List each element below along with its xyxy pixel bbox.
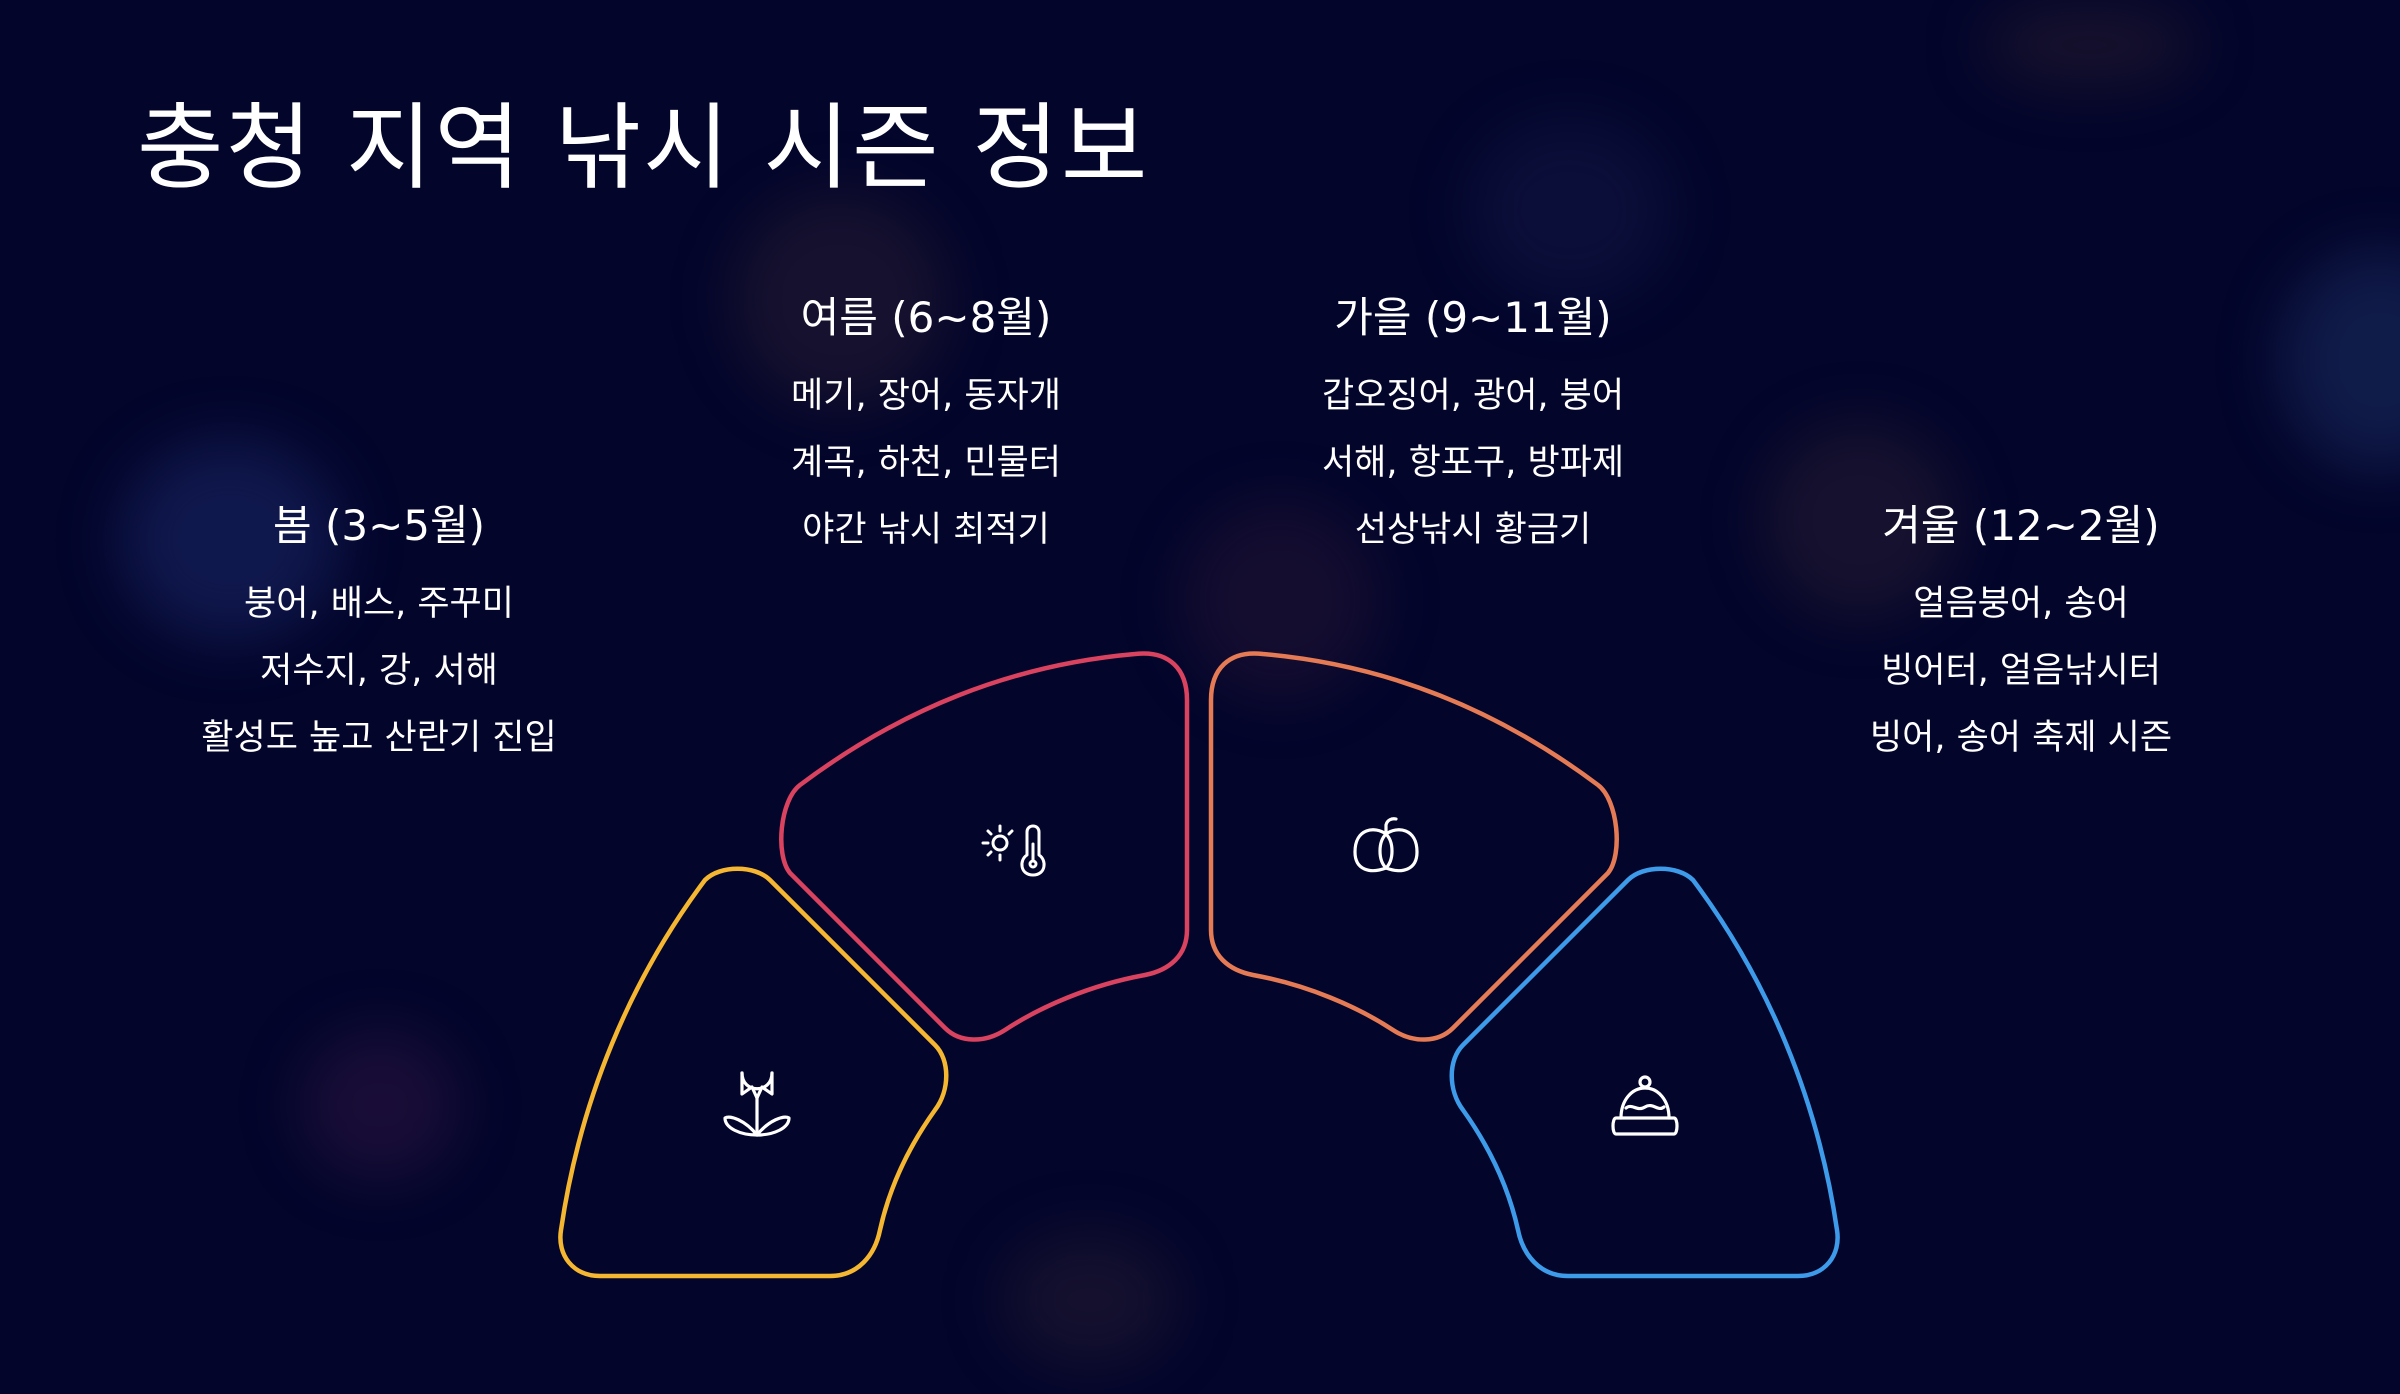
sun-thermometer-icon: [981, 824, 1046, 877]
season-winter-fish: 얼음붕어, 송어: [1913, 584, 2129, 624]
season-autumn-location: 서해, 항포구, 방파제: [1321, 443, 1625, 483]
spring-segment-outline: [558, 866, 949, 1279]
winter-hat-icon: [1611, 1075, 1679, 1136]
season-summer-location: 계곡, 하천, 민물터: [791, 443, 1061, 483]
season-summer-note: 야간 낚시 최적기: [802, 510, 1050, 550]
season-winter-location: 빙어터, 얼음낚시터: [1881, 651, 2161, 691]
season-spring-location: 저수지, 강, 서해: [260, 651, 498, 691]
season-summer-info: 여름 (6~8월) 메기, 장어, 동자개 계곡, 하천, 민물터 야간 낚시 …: [646, 297, 1206, 548]
tulip-icon: [723, 1071, 791, 1137]
season-winter-segment: [1449, 866, 1840, 1279]
season-autumn-title: 가을 (9~11월): [1334, 293, 1612, 342]
winter-segment-outline: [1449, 866, 1840, 1279]
summer-segment-outline: [779, 651, 1190, 1042]
season-summer-fish: 메기, 장어, 동자개: [791, 376, 1061, 416]
season-spring-note: 활성도 높고 산란기 진입: [201, 718, 557, 758]
page-title: 충청 지역 낚시 시즌 정보: [137, 94, 1150, 203]
autumn-segment-outline: [1208, 651, 1619, 1042]
season-winter-note: 빙어, 송어 축제 시즌: [1869, 718, 2173, 758]
season-summer-title: 여름 (6~8월): [800, 293, 1052, 342]
season-spring-fish: 붕어, 배스, 주꾸미: [244, 584, 514, 624]
season-autumn-info: 가을 (9~11월) 갑오징어, 광어, 붕어 서해, 항포구, 방파제 선상낚…: [1193, 297, 1753, 548]
season-autumn-note: 선상낚시 황금기: [1354, 510, 1592, 550]
season-autumn-fish: 갑오징어, 광어, 붕어: [1321, 376, 1625, 416]
season-winter-title: 겨울 (12~2월): [1882, 501, 2160, 550]
season-spring-segment: [558, 866, 949, 1279]
season-summer-segment: [779, 651, 1190, 1042]
season-spring-title: 봄 (3~5월): [272, 501, 486, 550]
season-spring-info: 봄 (3~5월) 붕어, 배스, 주꾸미 저수지, 강, 서해 활성도 높고 산…: [99, 505, 659, 756]
season-autumn-segment: [1208, 651, 1619, 1042]
pumpkin-icon: [1353, 817, 1419, 873]
season-winter-info: 겨울 (12~2월) 얼음붕어, 송어 빙어터, 얼음낚시터 빙어, 송어 축제…: [1741, 505, 2301, 756]
